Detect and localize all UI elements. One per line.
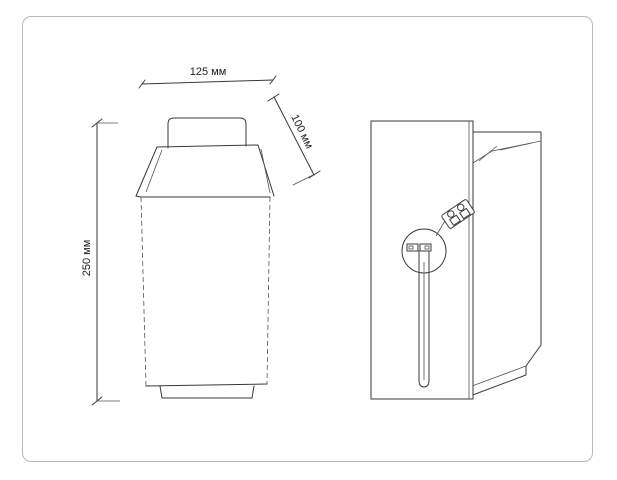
depth-tick-top — [267, 93, 280, 102]
shoulder-inner-right — [260, 148, 271, 194]
connector-left-pin — [408, 245, 414, 250]
connector-detail-base — [449, 211, 476, 230]
leader-line — [435, 218, 447, 237]
connector-detail-pin-2 — [457, 203, 465, 212]
connector-left — [406, 243, 419, 252]
connector-detail-socket-2 — [459, 207, 471, 220]
connector-right-pin — [424, 245, 430, 250]
body-right-edge — [266, 196, 271, 385]
width-tick-left — [138, 79, 146, 89]
base — [159, 385, 255, 399]
shoulder — [135, 144, 275, 197]
depth-dimension: 100 мм — [267, 93, 321, 186]
connector-detail-socket-1 — [449, 214, 461, 226]
body-bottom-edge — [145, 383, 268, 387]
shoulder-inner-left — [145, 149, 163, 193]
connector-detail — [441, 199, 476, 230]
width-dimension: 125 мм — [138, 66, 277, 89]
drawing-frame — [22, 16, 593, 462]
height-label: 250 мм — [81, 240, 93, 277]
depth-tick-bottom — [308, 170, 321, 179]
connector-right — [419, 243, 432, 252]
probe — [418, 250, 430, 388]
width-tick-right — [269, 75, 277, 85]
body-corner-left — [135, 195, 142, 198]
width-dim-line — [141, 79, 274, 85]
front-view — [135, 117, 275, 399]
width-label: 125 мм — [190, 66, 227, 78]
body-left-edge — [140, 196, 147, 387]
back-box-bottom — [471, 365, 527, 387]
back-box-top-bevel — [472, 140, 542, 164]
connector-detail-pin-1 — [447, 210, 455, 218]
height-dimension: 250 мм — [81, 118, 120, 406]
top-cap — [167, 117, 247, 149]
side-view — [370, 120, 542, 400]
back-box-top-edge — [478, 145, 498, 162]
depth-dim-line — [273, 96, 315, 176]
back-box-top-slope — [499, 142, 533, 151]
depth-extension — [292, 174, 314, 186]
back-box — [469, 131, 542, 397]
